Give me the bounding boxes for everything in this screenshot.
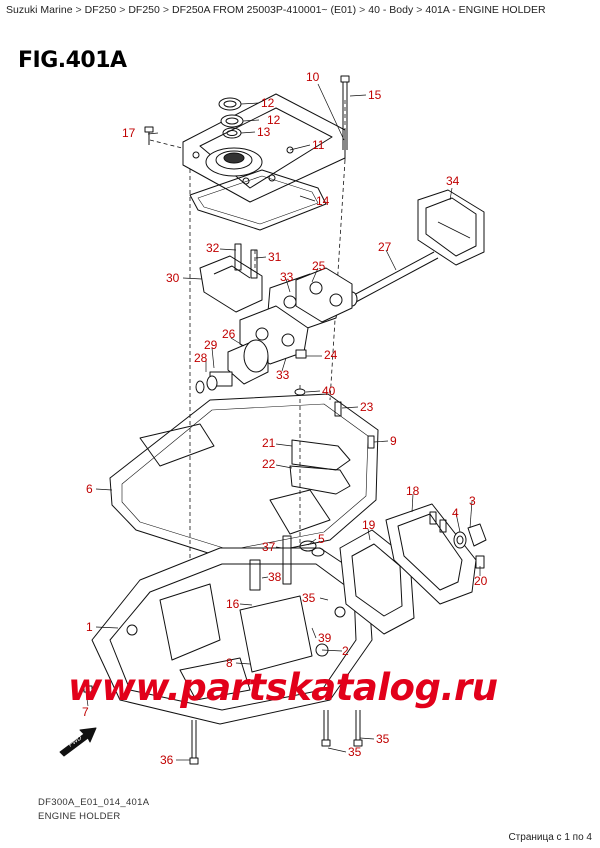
o-rings	[299, 540, 325, 557]
callout-1[interactable]: 1	[86, 620, 93, 634]
forward-arrow-icon	[59, 727, 97, 757]
cover-gasket	[189, 169, 327, 231]
callout-21[interactable]: 21	[262, 436, 276, 450]
callout-20[interactable]: 20	[474, 574, 488, 588]
figure-title: FIG.401A	[18, 48, 127, 73]
callout-14[interactable]: 14	[316, 194, 330, 208]
callout-6[interactable]: 6	[86, 482, 93, 496]
callout-26[interactable]: 26	[222, 327, 236, 341]
callout-leaders	[85, 83, 481, 761]
callout-2[interactable]: 2	[342, 644, 349, 658]
breadcrumb-item-variant[interactable]: DF250	[128, 4, 160, 16]
bushing	[195, 339, 269, 394]
callout-30[interactable]: 30	[166, 271, 180, 285]
plug-and-washer	[453, 523, 487, 569]
callout-28[interactable]: 28	[194, 351, 208, 365]
callout-29[interactable]: 29	[204, 338, 218, 352]
callout-38[interactable]: 38	[268, 570, 282, 584]
watermark-text: www.partskatalog.ru	[68, 666, 498, 709]
main-gasket	[109, 393, 379, 561]
callout-16[interactable]: 16	[226, 597, 240, 611]
callout-34[interactable]: 34	[446, 174, 460, 188]
callout-13[interactable]: 13	[257, 125, 271, 139]
callout-15[interactable]: 15	[368, 88, 382, 102]
breadcrumb-item-current: 401A - ENGINE HOLDER	[425, 4, 546, 16]
page-indicator: Страница с 1 по 4	[508, 832, 592, 843]
callout-12-b[interactable]: 12	[267, 113, 281, 127]
callout-33-b[interactable]: 33	[276, 368, 290, 382]
through-bolt	[346, 251, 439, 307]
callout-5[interactable]: 5	[318, 532, 325, 546]
breadcrumb: Suzuki Marine>DF250>DF250>DF250A FROM 25…	[6, 4, 546, 16]
callout-12[interactable]: 12	[261, 96, 275, 110]
callout-39[interactable]: 39	[318, 631, 332, 645]
callout-4[interactable]: 4	[452, 506, 459, 520]
callout-25[interactable]: 25	[312, 259, 326, 273]
callout-19[interactable]: 19	[362, 518, 376, 532]
callout-23[interactable]: 23	[360, 400, 374, 414]
callout-3[interactable]: 3	[469, 494, 476, 508]
callout-32[interactable]: 32	[206, 241, 220, 255]
callout-40[interactable]: 40	[322, 384, 336, 398]
callout-7[interactable]: 7	[82, 705, 89, 719]
callout-17[interactable]: 17	[122, 126, 136, 140]
small-bolt	[144, 126, 154, 145]
callout-36[interactable]: 36	[160, 753, 174, 767]
breadcrumb-item-brand[interactable]: Suzuki Marine	[6, 4, 73, 16]
callout-8[interactable]: 8	[226, 656, 233, 670]
callout-35-b[interactable]: 35	[376, 732, 390, 746]
callout-27[interactable]: 27	[378, 240, 392, 254]
callout-24[interactable]: 24	[324, 348, 338, 362]
callout-18[interactable]: 18	[406, 484, 420, 498]
oil-seals	[218, 97, 244, 139]
callout-11[interactable]: 11	[312, 138, 325, 152]
callout-35-c[interactable]: 35	[348, 745, 362, 759]
diagram-name: ENGINE HOLDER	[38, 811, 121, 822]
callout-numbers: 1 2 3 4 5 6 7 8 9 10 11 12 12 13 14 15 1…	[82, 70, 488, 767]
rubber-mount-cap	[417, 189, 485, 266]
diagram-code: DF300A_E01_014_401A	[38, 797, 150, 808]
top-cover-plate	[182, 93, 346, 203]
breadcrumb-item-group[interactable]: 40 - Body	[368, 4, 414, 16]
callout-37[interactable]: 37	[262, 540, 276, 554]
exhaust-cover	[339, 503, 477, 635]
callout-9[interactable]: 9	[390, 434, 397, 448]
mount-bracket	[199, 243, 263, 313]
callout-33[interactable]: 33	[280, 270, 294, 284]
breadcrumb-item-serial-range[interactable]: DF250A FROM 25003P-410001~ (E01)	[171, 4, 357, 16]
small-gaskets	[291, 439, 351, 471]
callout-35[interactable]: 35	[302, 591, 316, 605]
callout-22[interactable]: 22	[262, 457, 276, 471]
callout-31[interactable]: 31	[268, 250, 282, 264]
breadcrumb-item-model[interactable]: DF250	[84, 4, 117, 16]
bottom-bolts	[83, 685, 363, 765]
engine-holder-base	[91, 535, 373, 725]
callout-10[interactable]: 10	[306, 70, 320, 84]
